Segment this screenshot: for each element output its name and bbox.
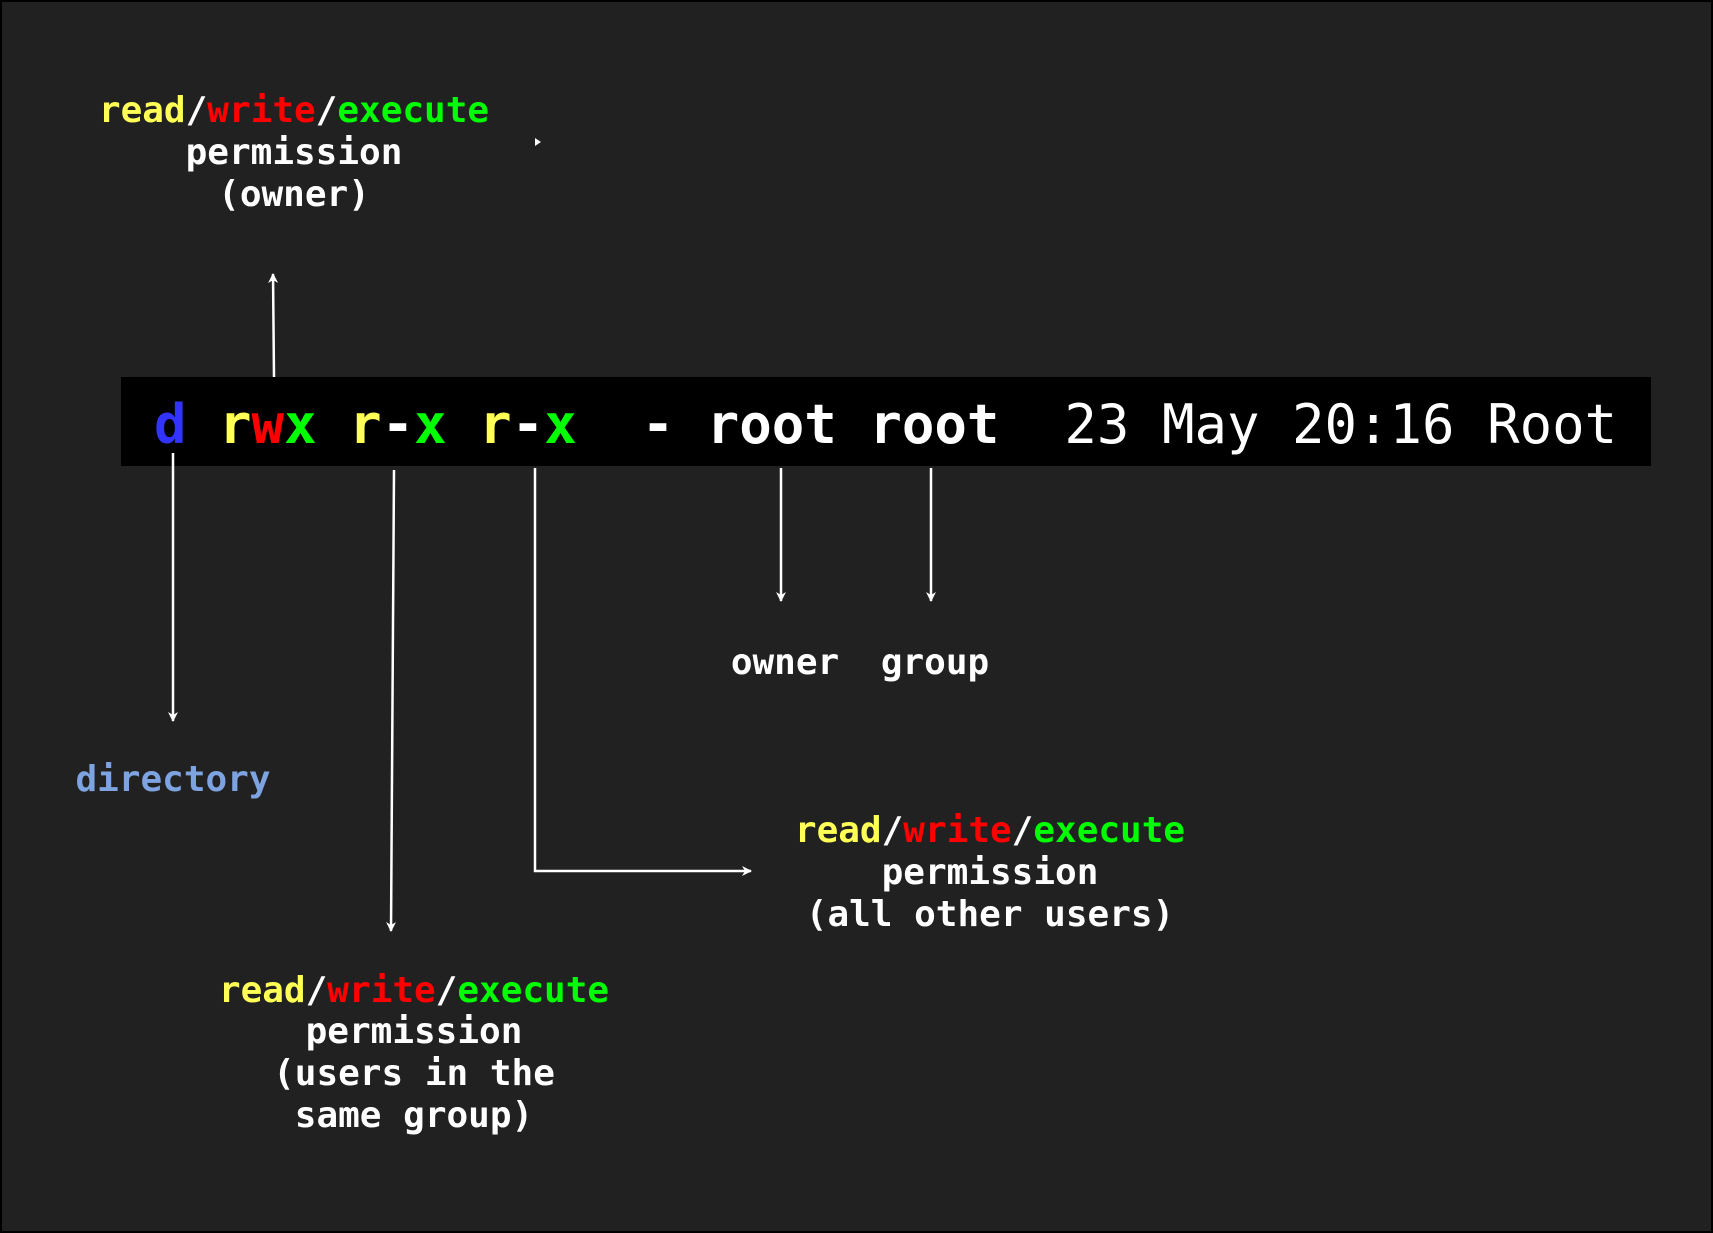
owner-name: root bbox=[707, 393, 837, 456]
svg-text:permission: permission bbox=[186, 132, 403, 173]
other-perm-label: read/write/execute permission (all other… bbox=[795, 810, 1185, 935]
group-perm-label: read/write/execute permission (users in … bbox=[219, 970, 609, 1136]
other-write: - bbox=[512, 393, 545, 456]
ls-output-line: d rwx r-x r-x - root root 23 May 20:16 R… bbox=[154, 393, 1617, 456]
other-execute: x bbox=[544, 393, 577, 456]
stray-triangle-icon bbox=[535, 138, 541, 146]
group-name: root bbox=[869, 393, 999, 456]
group-execute: x bbox=[414, 393, 447, 456]
arrow-group-perm bbox=[386, 469, 397, 932]
arrow-owner-perm bbox=[268, 273, 279, 378]
group-read: r bbox=[349, 393, 382, 456]
svg-text:(users in the: (users in the bbox=[273, 1053, 555, 1094]
svg-text:read/write/execute: read/write/execute bbox=[99, 90, 489, 131]
file-name: Root bbox=[1487, 393, 1617, 456]
svg-text:read/write/execute: read/write/execute bbox=[219, 970, 609, 1011]
svg-text:permission: permission bbox=[882, 852, 1099, 893]
owner-label: owner bbox=[731, 642, 839, 683]
svg-text:permission: permission bbox=[306, 1011, 523, 1052]
group-write: - bbox=[382, 393, 415, 456]
other-read: r bbox=[479, 393, 512, 456]
svg-text:read/write/execute: read/write/execute bbox=[795, 810, 1185, 851]
svg-text:same group): same group) bbox=[295, 1095, 533, 1136]
owner-write: w bbox=[252, 393, 285, 456]
arrow-other-perm bbox=[533, 468, 752, 876]
modified-date: 23 May 20:16 bbox=[1064, 393, 1454, 456]
group-label: group bbox=[881, 642, 989, 683]
owner-perm-label: read/write/execute permission (owner) bbox=[99, 90, 489, 215]
svg-text:(all other users): (all other users) bbox=[806, 894, 1174, 935]
owner-read: r bbox=[219, 393, 252, 456]
ls-output-bar bbox=[121, 377, 1651, 466]
svg-text:(owner): (owner) bbox=[218, 174, 370, 215]
links: - bbox=[642, 393, 675, 456]
file-type: d bbox=[154, 393, 187, 456]
owner-execute: x bbox=[284, 393, 317, 456]
directory-label: directory bbox=[75, 759, 270, 800]
